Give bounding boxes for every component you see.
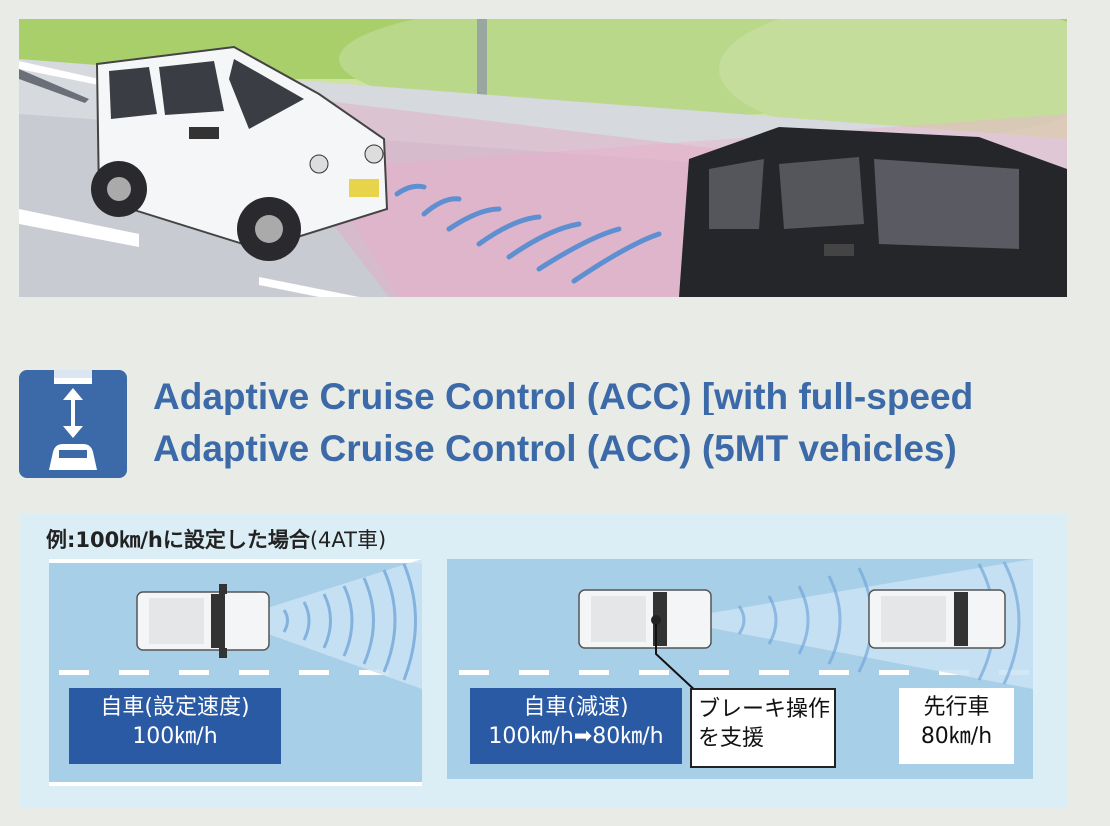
acc-example-diagram: 例:100㎞/hに設定した場合(4AT車) [19,514,1067,808]
hero-illustration [19,19,1067,297]
left-own-car-label: 自車(設定速度) 100㎞/h [69,688,281,764]
lead-car-black [679,127,1067,297]
feature-title-line-1: Adaptive Cruise Control (ACC) [with full… [153,378,974,415]
lead-car-label: 先行車 80㎞/h [899,688,1014,764]
feature-title-line-2: Adaptive Cruise Control (ACC) (5MT vehic… [153,428,957,469]
arrow-right-icon: ➡ [573,723,593,749]
example-caption-main: 例:100㎞/hに設定した場合 [46,528,310,552]
right-lead-car [868,589,1006,649]
lead-car-label-title: 先行車 [923,695,990,720]
left-own-car-label-title: 自車(設定速度) [100,695,250,720]
brake-assist-label-line2: を支援 [698,725,765,751]
right-own-car-label-title: 自車(減速) [523,695,629,720]
example-caption: 例:100㎞/hに設定した場合(4AT車) [46,524,386,554]
example-caption-sub: (4AT車) [309,528,387,552]
lead-car-label-value: 80㎞/h [920,723,993,749]
left-own-car [136,584,270,658]
brake-assist-label: ブレーキ操作 を支援 [690,688,836,768]
right-own-car [578,589,712,649]
acc-scene-illustration [19,19,1067,297]
right-own-car-label: 自車(減速) 100㎞/h➡80㎞/h [470,688,682,764]
right-own-car-label-value: 100㎞/h➡80㎞/h [488,723,664,749]
left-own-car-label-value: 100㎞/h [132,723,218,749]
brake-pointer-line [655,624,700,695]
brake-assist-label-line1: ブレーキ操作 [698,697,831,722]
car-following-distance-icon [19,370,127,478]
own-car-white [91,45,389,261]
